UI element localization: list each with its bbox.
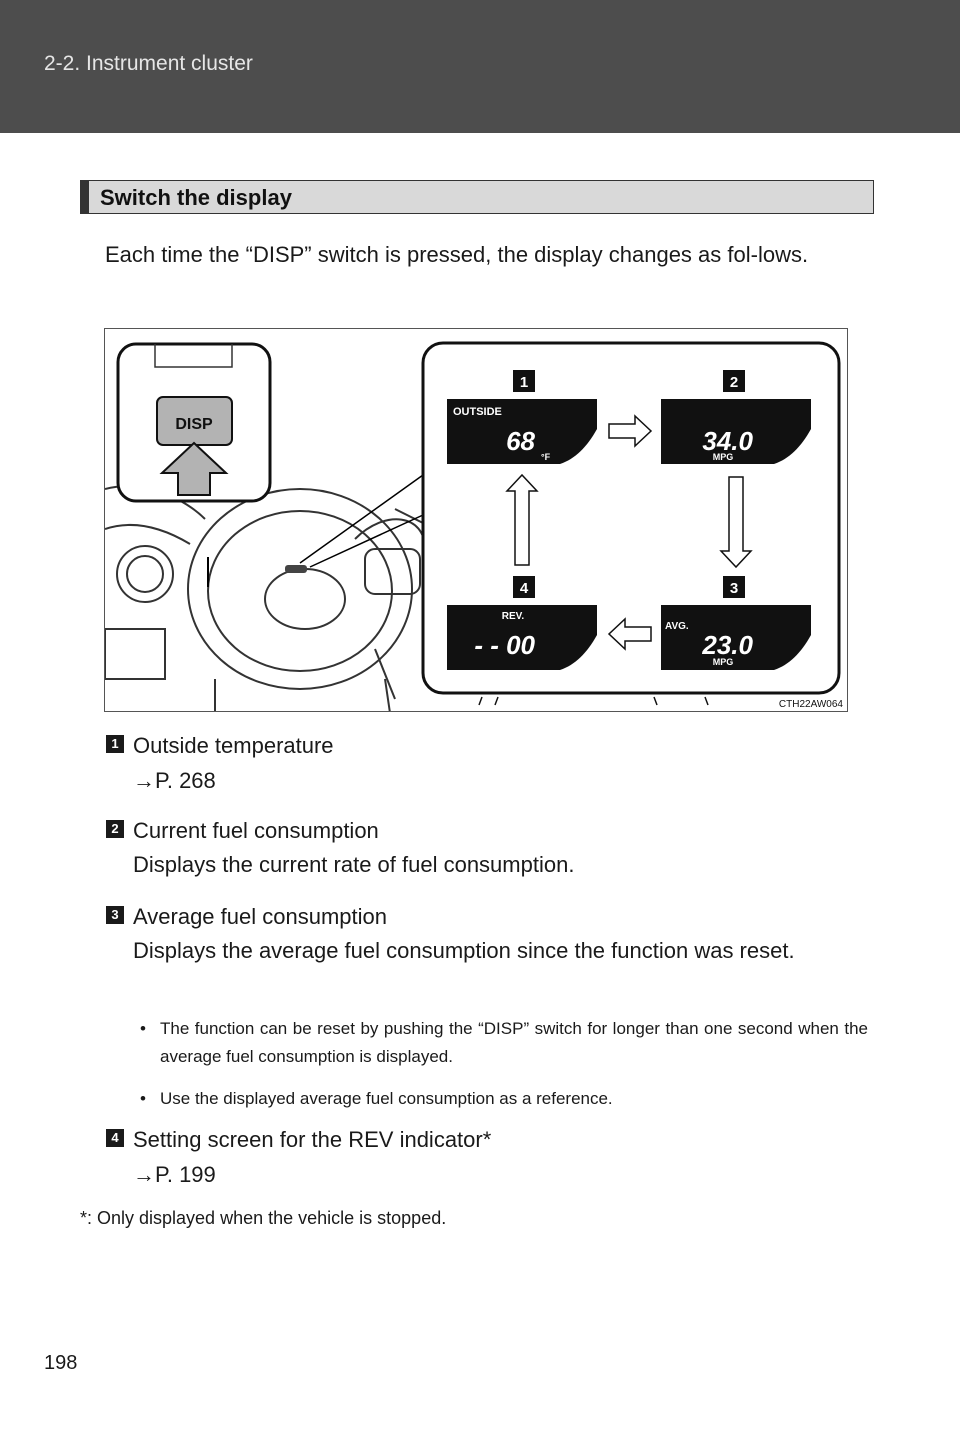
badge-4-label: 4	[520, 580, 529, 597]
bullet-note: The function can be reset by pushing the…	[140, 1015, 868, 1071]
steering-hub	[264, 568, 346, 630]
switch-panel-outline	[154, 344, 233, 368]
disp-switch-label: DISP	[175, 416, 213, 433]
arrow-1-to-2-icon	[608, 414, 653, 448]
arrow-4-to-1-icon	[505, 473, 539, 566]
dash-line-2	[105, 523, 191, 545]
page-reference: →P. 199	[133, 1162, 216, 1187]
header-band	[0, 0, 960, 133]
item-badge: 4	[106, 1129, 124, 1147]
item-title: Average fuel consumption	[133, 904, 387, 929]
floor-line-2	[384, 678, 391, 711]
section-path: 2-2. Instrument cluster	[44, 52, 253, 75]
arrow-2-to-3-icon	[719, 476, 753, 569]
item-badge: 2	[106, 820, 124, 838]
screen-3-value: 23.0	[701, 630, 753, 660]
screen-1-unit: °F	[541, 452, 551, 462]
page-number: 198	[44, 1352, 78, 1374]
display-diagram: DISP 1 2 3 4 OUTSIDE 68 °F 34.0 MPG AVG.…	[104, 328, 848, 712]
dashboard-drawing	[105, 485, 436, 711]
item-description: Displays the average fuel consumption si…	[133, 938, 795, 963]
badge-1-label: 1	[520, 374, 528, 391]
badge-3-label: 3	[730, 580, 738, 597]
screen-1-label: OUTSIDE	[453, 406, 502, 418]
screen-4-value: - - 00	[474, 630, 535, 660]
intro-text: Each time the “DISP” switch is pressed, …	[105, 242, 809, 267]
vent-left-inner	[126, 555, 164, 593]
item-title: Outside temperature	[133, 733, 334, 758]
steering-wheel-outer	[187, 488, 413, 690]
item-badge: 3	[106, 906, 124, 924]
badge-1-box	[513, 370, 535, 392]
steering-wheel-inner	[207, 510, 393, 672]
screen-2-lcd	[661, 399, 811, 464]
press-arrow-icon	[159, 441, 229, 496]
figure-code: CTH22AW064	[779, 699, 844, 710]
page-reference: →P. 268	[133, 768, 216, 793]
screen-3-lcd	[661, 605, 811, 670]
screen-3-unit: MPG	[713, 657, 734, 667]
diagram-svg: DISP 1 2 3 4 OUTSIDE 68 °F 34.0 MPG AVG.…	[105, 341, 844, 711]
arrow-3-to-4-icon	[607, 617, 652, 651]
item-title: Setting screen for the REV indicator*	[133, 1127, 492, 1152]
screen-4-lcd	[447, 605, 597, 670]
title-bar-accent	[81, 181, 89, 213]
screen-4-label: REV.	[502, 611, 525, 622]
badge-2-box	[723, 370, 745, 392]
screen-2-unit: MPG	[713, 452, 734, 462]
center-console	[364, 548, 421, 595]
screen-3-label: AVG.	[665, 621, 689, 632]
item-badge: 1	[106, 735, 124, 753]
display-location-mark	[285, 565, 307, 573]
item-description: Displays the current rate of fuel consum…	[133, 852, 575, 877]
callout-line-upper	[299, 474, 424, 564]
badge-2-label: 2	[730, 374, 738, 391]
item-title: Current fuel consumption	[133, 818, 379, 843]
screen-1-lcd	[447, 399, 597, 464]
screen-2-value: 34.0	[702, 426, 753, 456]
bullet-note: Use the displayed average fuel consumpti…	[140, 1085, 868, 1113]
footnote: *: Only displayed when the vehicle is st…	[80, 1208, 447, 1228]
lower-panel-left	[105, 628, 166, 680]
section-title-box: Switch the display	[80, 180, 874, 214]
badge-4-box	[513, 576, 535, 598]
vent-left	[116, 545, 174, 603]
badge-3-box	[723, 576, 745, 598]
section-title: Switch the display	[100, 185, 292, 210]
floor-tick-marks	[478, 696, 709, 706]
screen-1-value: 68	[506, 426, 535, 456]
column-line	[374, 648, 396, 700]
callout-line-lower	[309, 514, 424, 568]
